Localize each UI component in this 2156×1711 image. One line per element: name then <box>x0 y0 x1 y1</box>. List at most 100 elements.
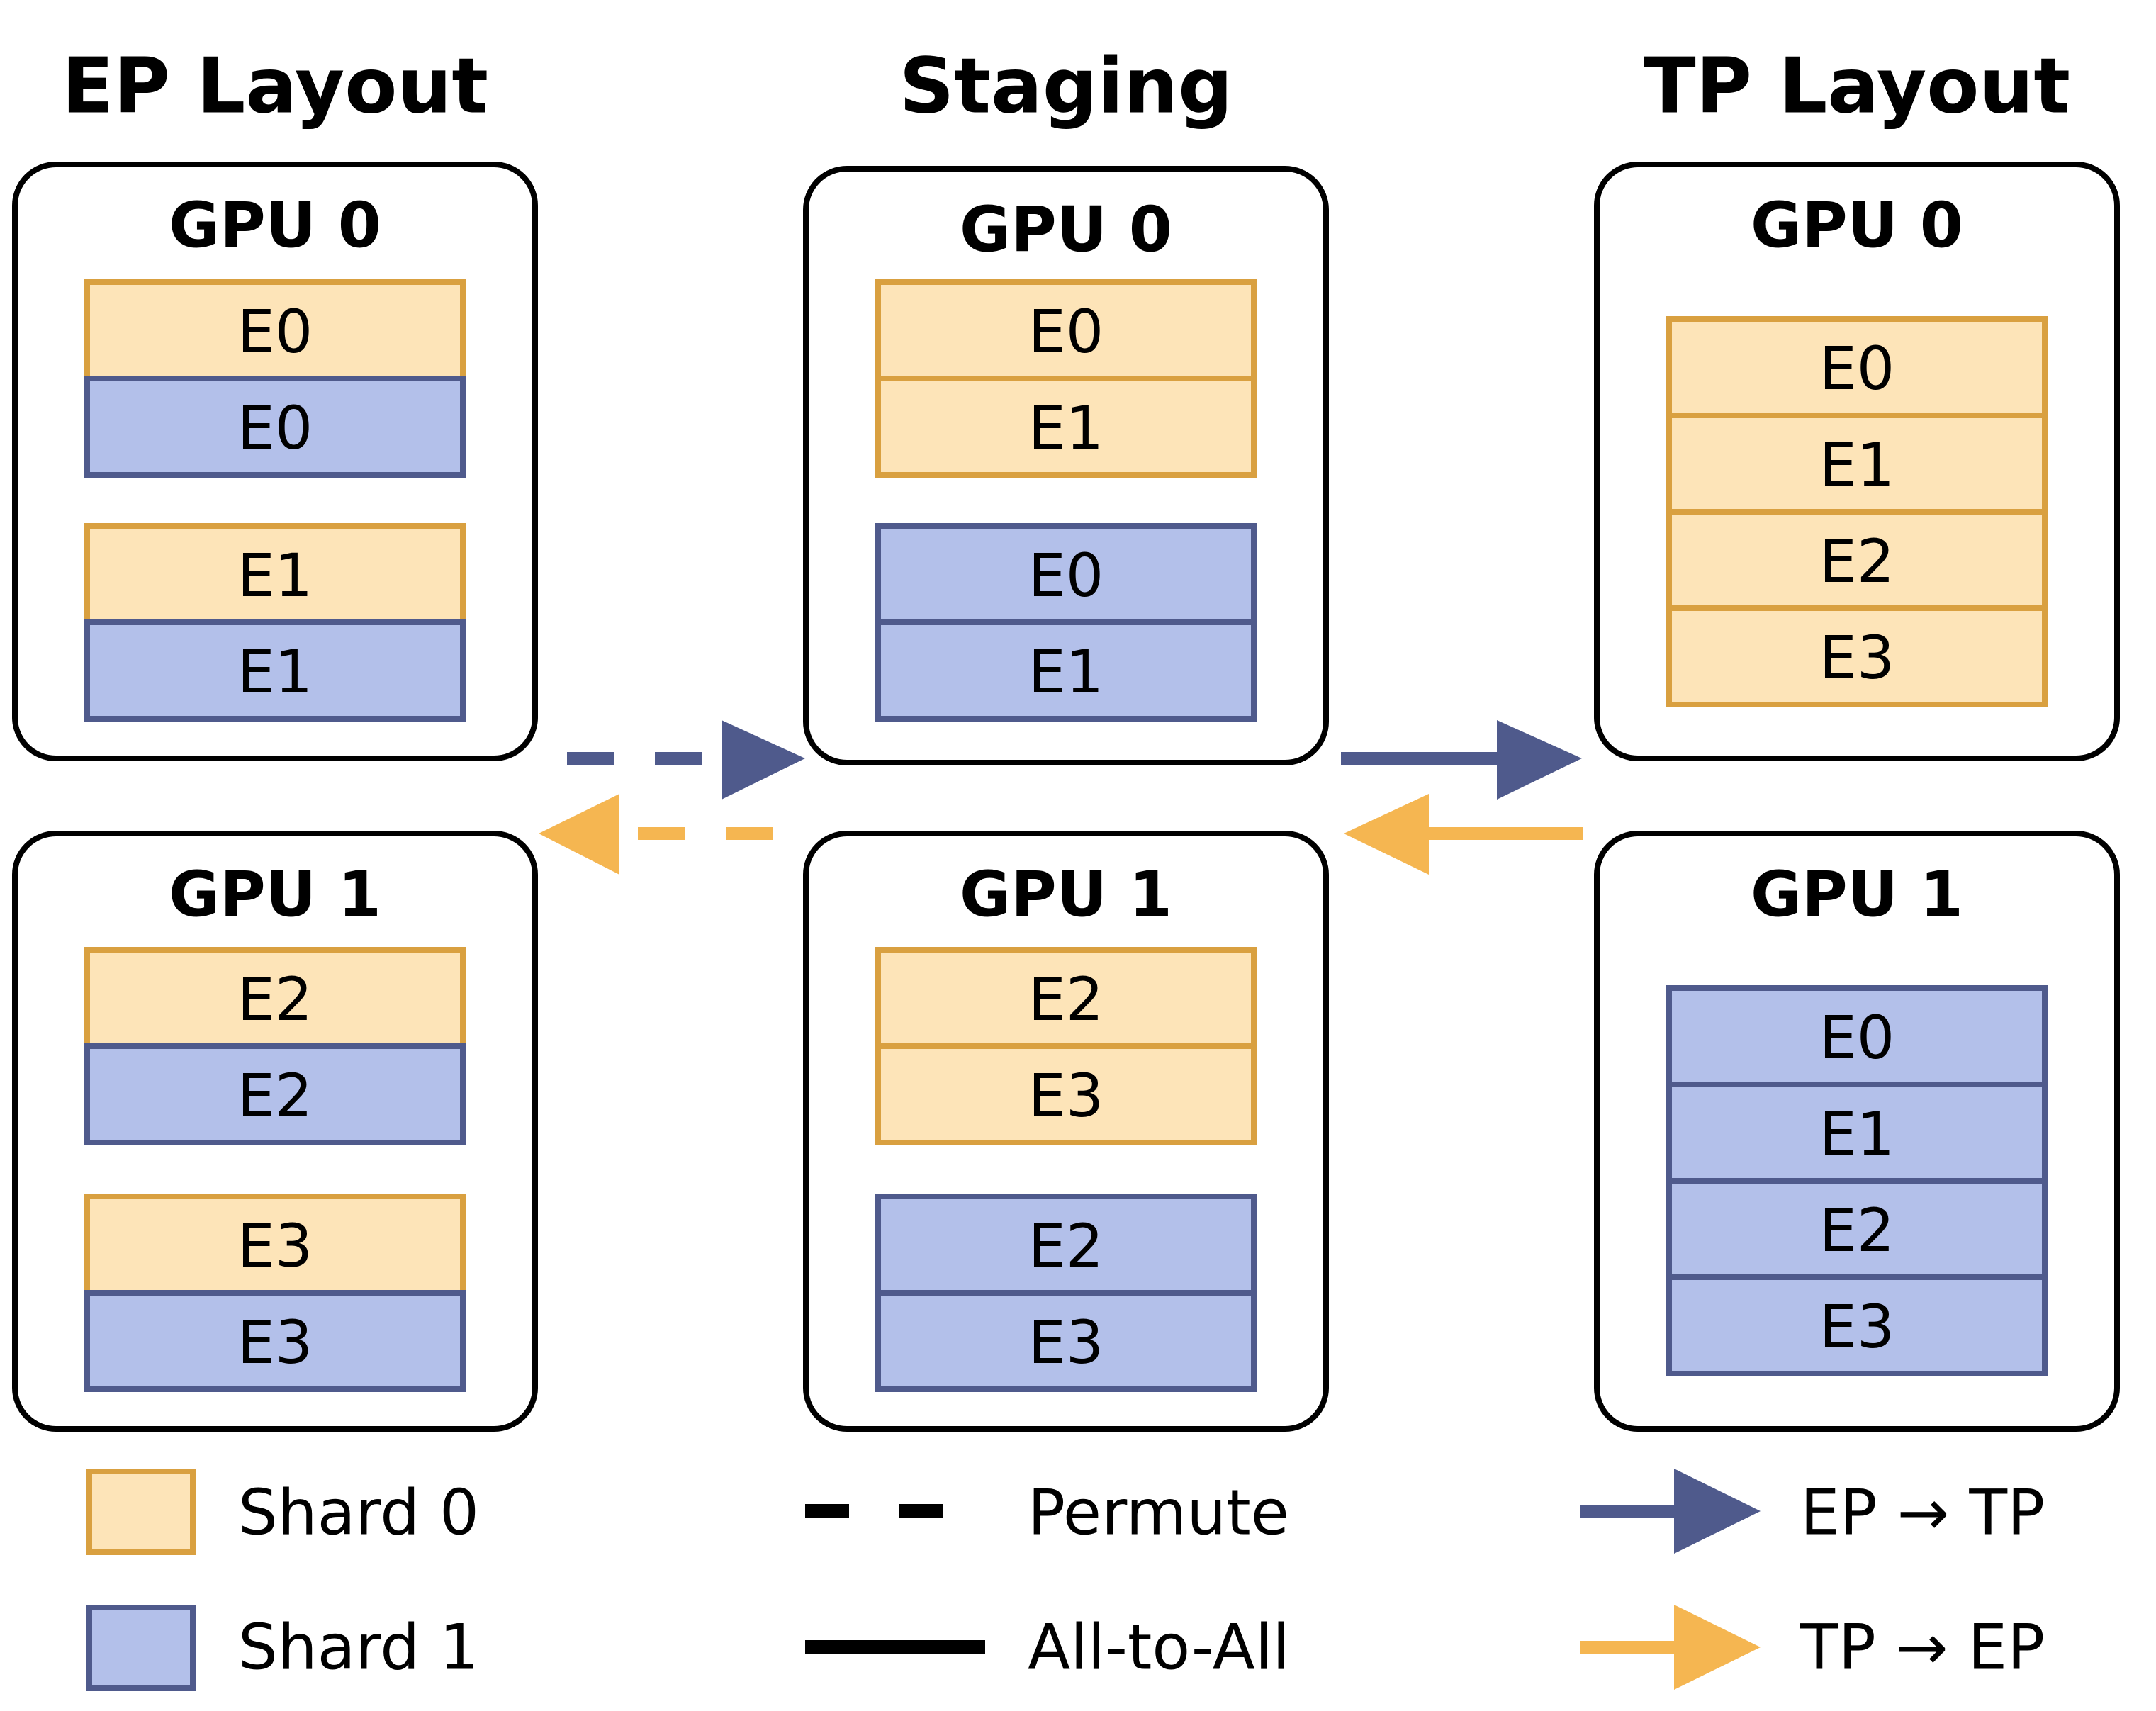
expert-label: E1 <box>1028 637 1104 707</box>
expert-block: E0 <box>84 376 466 478</box>
expert-block: E3 <box>1666 1274 2048 1376</box>
legend-label-shard0: Shard 0 <box>238 1476 479 1549</box>
expert-label: E2 <box>237 1061 313 1131</box>
expert-block-rect <box>875 619 1257 722</box>
expert-block: E0 <box>875 523 1257 625</box>
column-title: EP Layout <box>62 43 488 131</box>
legend-swatch-shard0 <box>86 1469 196 1555</box>
expert-block-rect <box>84 619 466 722</box>
expert-label: E1 <box>1819 430 1895 500</box>
expert-block: E0 <box>84 279 466 381</box>
expert-block: E2 <box>875 947 1257 1049</box>
expert-block: E1 <box>84 619 466 722</box>
expert-label: E0 <box>1819 1003 1895 1072</box>
expert-block: E2 <box>84 947 466 1049</box>
legend-swatch-shard1 <box>86 1605 196 1691</box>
expert-block-rect <box>84 1194 466 1296</box>
expert-block-rect <box>1666 605 2048 707</box>
expert-label: E3 <box>237 1308 313 1377</box>
expert-block-rect <box>84 523 466 625</box>
expert-block: E2 <box>875 1194 1257 1296</box>
legend-tp-to-ep-arrowhead <box>1674 1605 1761 1690</box>
expert-label: E1 <box>237 637 313 707</box>
column-title: TP Layout <box>1644 43 2070 131</box>
permute-arrowhead-tp-to-ep <box>539 794 619 875</box>
expert-block: E0 <box>1666 985 2048 1087</box>
expert-block-rect <box>875 523 1257 625</box>
expert-block-rect <box>875 376 1257 478</box>
expert-label: E3 <box>237 1211 313 1281</box>
legend-label-ep-to-tp: EP → TP <box>1800 1476 2045 1549</box>
expert-block: E1 <box>1666 1082 2048 1184</box>
expert-label: E2 <box>1819 527 1895 596</box>
legend-label-all-to-all: All-to-All <box>1028 1611 1290 1684</box>
expert-block: E3 <box>875 1043 1257 1145</box>
expert-block-rect <box>875 1043 1257 1145</box>
expert-label: E2 <box>1028 965 1104 1034</box>
expert-block: E1 <box>875 376 1257 478</box>
expert-block-rect <box>84 1290 466 1392</box>
expert-label: E3 <box>1819 623 1895 692</box>
legend-label-tp-to-ep: TP → EP <box>1800 1611 2045 1684</box>
expert-block: E3 <box>875 1290 1257 1392</box>
expert-block-rect <box>1666 1274 2048 1376</box>
expert-label: E0 <box>1028 297 1104 366</box>
gpu-title: GPU 1 <box>960 858 1172 931</box>
expert-block: E3 <box>84 1194 466 1296</box>
expert-label: E0 <box>237 393 313 463</box>
expert-label: E3 <box>1028 1308 1104 1377</box>
expert-block: E1 <box>875 619 1257 722</box>
gpu-title: GPU 1 <box>169 858 381 931</box>
expert-block: E1 <box>84 523 466 625</box>
expert-label: E1 <box>237 541 313 610</box>
expert-label: E0 <box>1028 541 1104 610</box>
expert-block-rect <box>84 947 466 1049</box>
all-to-all-arrowhead-tp-to-ep <box>1344 794 1429 875</box>
expert-block-rect <box>875 279 1257 381</box>
expert-block: E3 <box>84 1290 466 1392</box>
expert-block-rect <box>1666 413 2048 515</box>
expert-label: E2 <box>1028 1211 1104 1281</box>
expert-block-rect <box>1666 1178 2048 1280</box>
expert-label: E3 <box>1819 1292 1895 1362</box>
expert-block-rect <box>84 1043 466 1145</box>
gpu-title: GPU 1 <box>1751 858 1963 931</box>
expert-block: E2 <box>84 1043 466 1145</box>
expert-label: E2 <box>237 965 313 1034</box>
expert-block-rect <box>84 279 466 381</box>
expert-label: E1 <box>1819 1099 1895 1169</box>
expert-label: E1 <box>1028 393 1104 463</box>
permute-arrowhead-ep-to-tp <box>722 720 805 800</box>
column-title: Staging <box>899 43 1233 131</box>
legend-label-permute: Permute <box>1028 1476 1289 1549</box>
expert-block: E0 <box>1666 316 2048 418</box>
expert-block-rect <box>1666 509 2048 611</box>
gpu-title: GPU 0 <box>1751 189 1963 262</box>
expert-block-rect <box>1666 1082 2048 1184</box>
expert-label: E0 <box>1819 334 1895 403</box>
expert-block-rect <box>875 1290 1257 1392</box>
expert-block-rect <box>1666 316 2048 418</box>
expert-label: E3 <box>1028 1061 1104 1131</box>
gpu-title: GPU 0 <box>960 193 1172 267</box>
gpu-title: GPU 0 <box>169 189 381 262</box>
expert-label: E2 <box>1819 1196 1895 1265</box>
expert-block: E3 <box>1666 605 2048 707</box>
expert-block: E0 <box>875 279 1257 381</box>
legend-label-shard1: Shard 1 <box>238 1611 479 1684</box>
legend-ep-to-tp-arrowhead <box>1674 1469 1761 1554</box>
expert-block: E2 <box>1666 1178 2048 1280</box>
expert-block-rect <box>84 376 466 478</box>
expert-block: E1 <box>1666 413 2048 515</box>
